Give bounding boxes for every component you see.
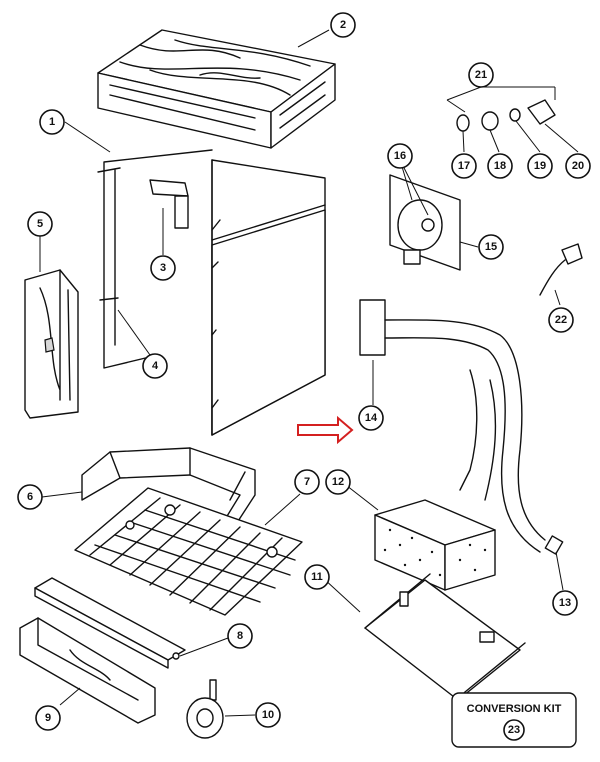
drain-tray <box>364 573 526 701</box>
wood-top <box>97 29 336 149</box>
pump-assembly <box>389 174 461 271</box>
callout-23: 23 <box>503 719 525 741</box>
callout-12: 12 <box>325 469 351 495</box>
svg-text:18: 18 <box>494 160 506 172</box>
callout-1: 1 <box>39 109 65 135</box>
callout-10: 10 <box>255 702 281 728</box>
power-cord <box>539 243 583 296</box>
conversion-kit-title: CONVERSION KIT <box>467 703 562 715</box>
svg-text:17: 17 <box>458 160 470 172</box>
callout-20: 20 <box>565 153 591 179</box>
direction-arrow <box>297 415 354 445</box>
callout-8: 8 <box>227 623 253 649</box>
svg-text:1: 1 <box>49 116 55 128</box>
svg-text:7: 7 <box>304 476 310 488</box>
svg-text:13: 13 <box>559 597 571 609</box>
floor-plate <box>74 487 303 616</box>
cabinet-shell <box>97 149 326 436</box>
caster-wheel <box>186 679 224 739</box>
svg-text:14: 14 <box>365 412 378 424</box>
callout-4: 4 <box>142 353 168 379</box>
svg-text:21: 21 <box>475 69 487 81</box>
svg-text:15: 15 <box>485 241 497 253</box>
callout-13: 13 <box>552 590 578 616</box>
svg-text:8: 8 <box>237 630 243 642</box>
svg-text:5: 5 <box>37 218 43 230</box>
svg-text:2: 2 <box>340 19 346 31</box>
callout-5: 5 <box>27 211 53 237</box>
callout-2: 2 <box>330 12 356 38</box>
callout-9: 9 <box>35 705 61 731</box>
callout-3: 3 <box>150 255 176 281</box>
callout-17: 17 <box>451 153 477 179</box>
callout-7: 7 <box>294 469 320 495</box>
conversion-kit-box: CONVERSION KIT 23 <box>451 692 577 748</box>
callout-18: 18 <box>487 153 513 179</box>
side-panel <box>24 269 79 419</box>
hose-fittings <box>456 99 556 132</box>
svg-text:12: 12 <box>332 476 344 488</box>
callout-19: 19 <box>527 153 553 179</box>
svg-text:6: 6 <box>27 491 33 503</box>
callout-16: 16 <box>387 143 413 169</box>
svg-text:16: 16 <box>394 150 406 162</box>
callout-22: 22 <box>548 307 574 333</box>
front-rail <box>34 577 186 669</box>
callout-14: 14 <box>358 405 384 431</box>
svg-text:4: 4 <box>152 360 159 372</box>
svg-text:10: 10 <box>262 709 274 721</box>
svg-text:19: 19 <box>534 160 546 172</box>
drain-hose <box>359 299 564 555</box>
svg-text:11: 11 <box>311 571 323 583</box>
svg-text:20: 20 <box>572 160 584 172</box>
callout-6: 6 <box>17 484 43 510</box>
svg-text:3: 3 <box>160 262 166 274</box>
callout-21: 21 <box>468 62 494 88</box>
svg-text:9: 9 <box>45 712 51 724</box>
callout-11: 11 <box>304 564 330 590</box>
svg-text:22: 22 <box>555 314 567 326</box>
svg-text:23: 23 <box>508 724 520 736</box>
sponge-block <box>374 499 496 591</box>
callout-15: 15 <box>478 234 504 260</box>
kick-panel <box>19 617 156 724</box>
